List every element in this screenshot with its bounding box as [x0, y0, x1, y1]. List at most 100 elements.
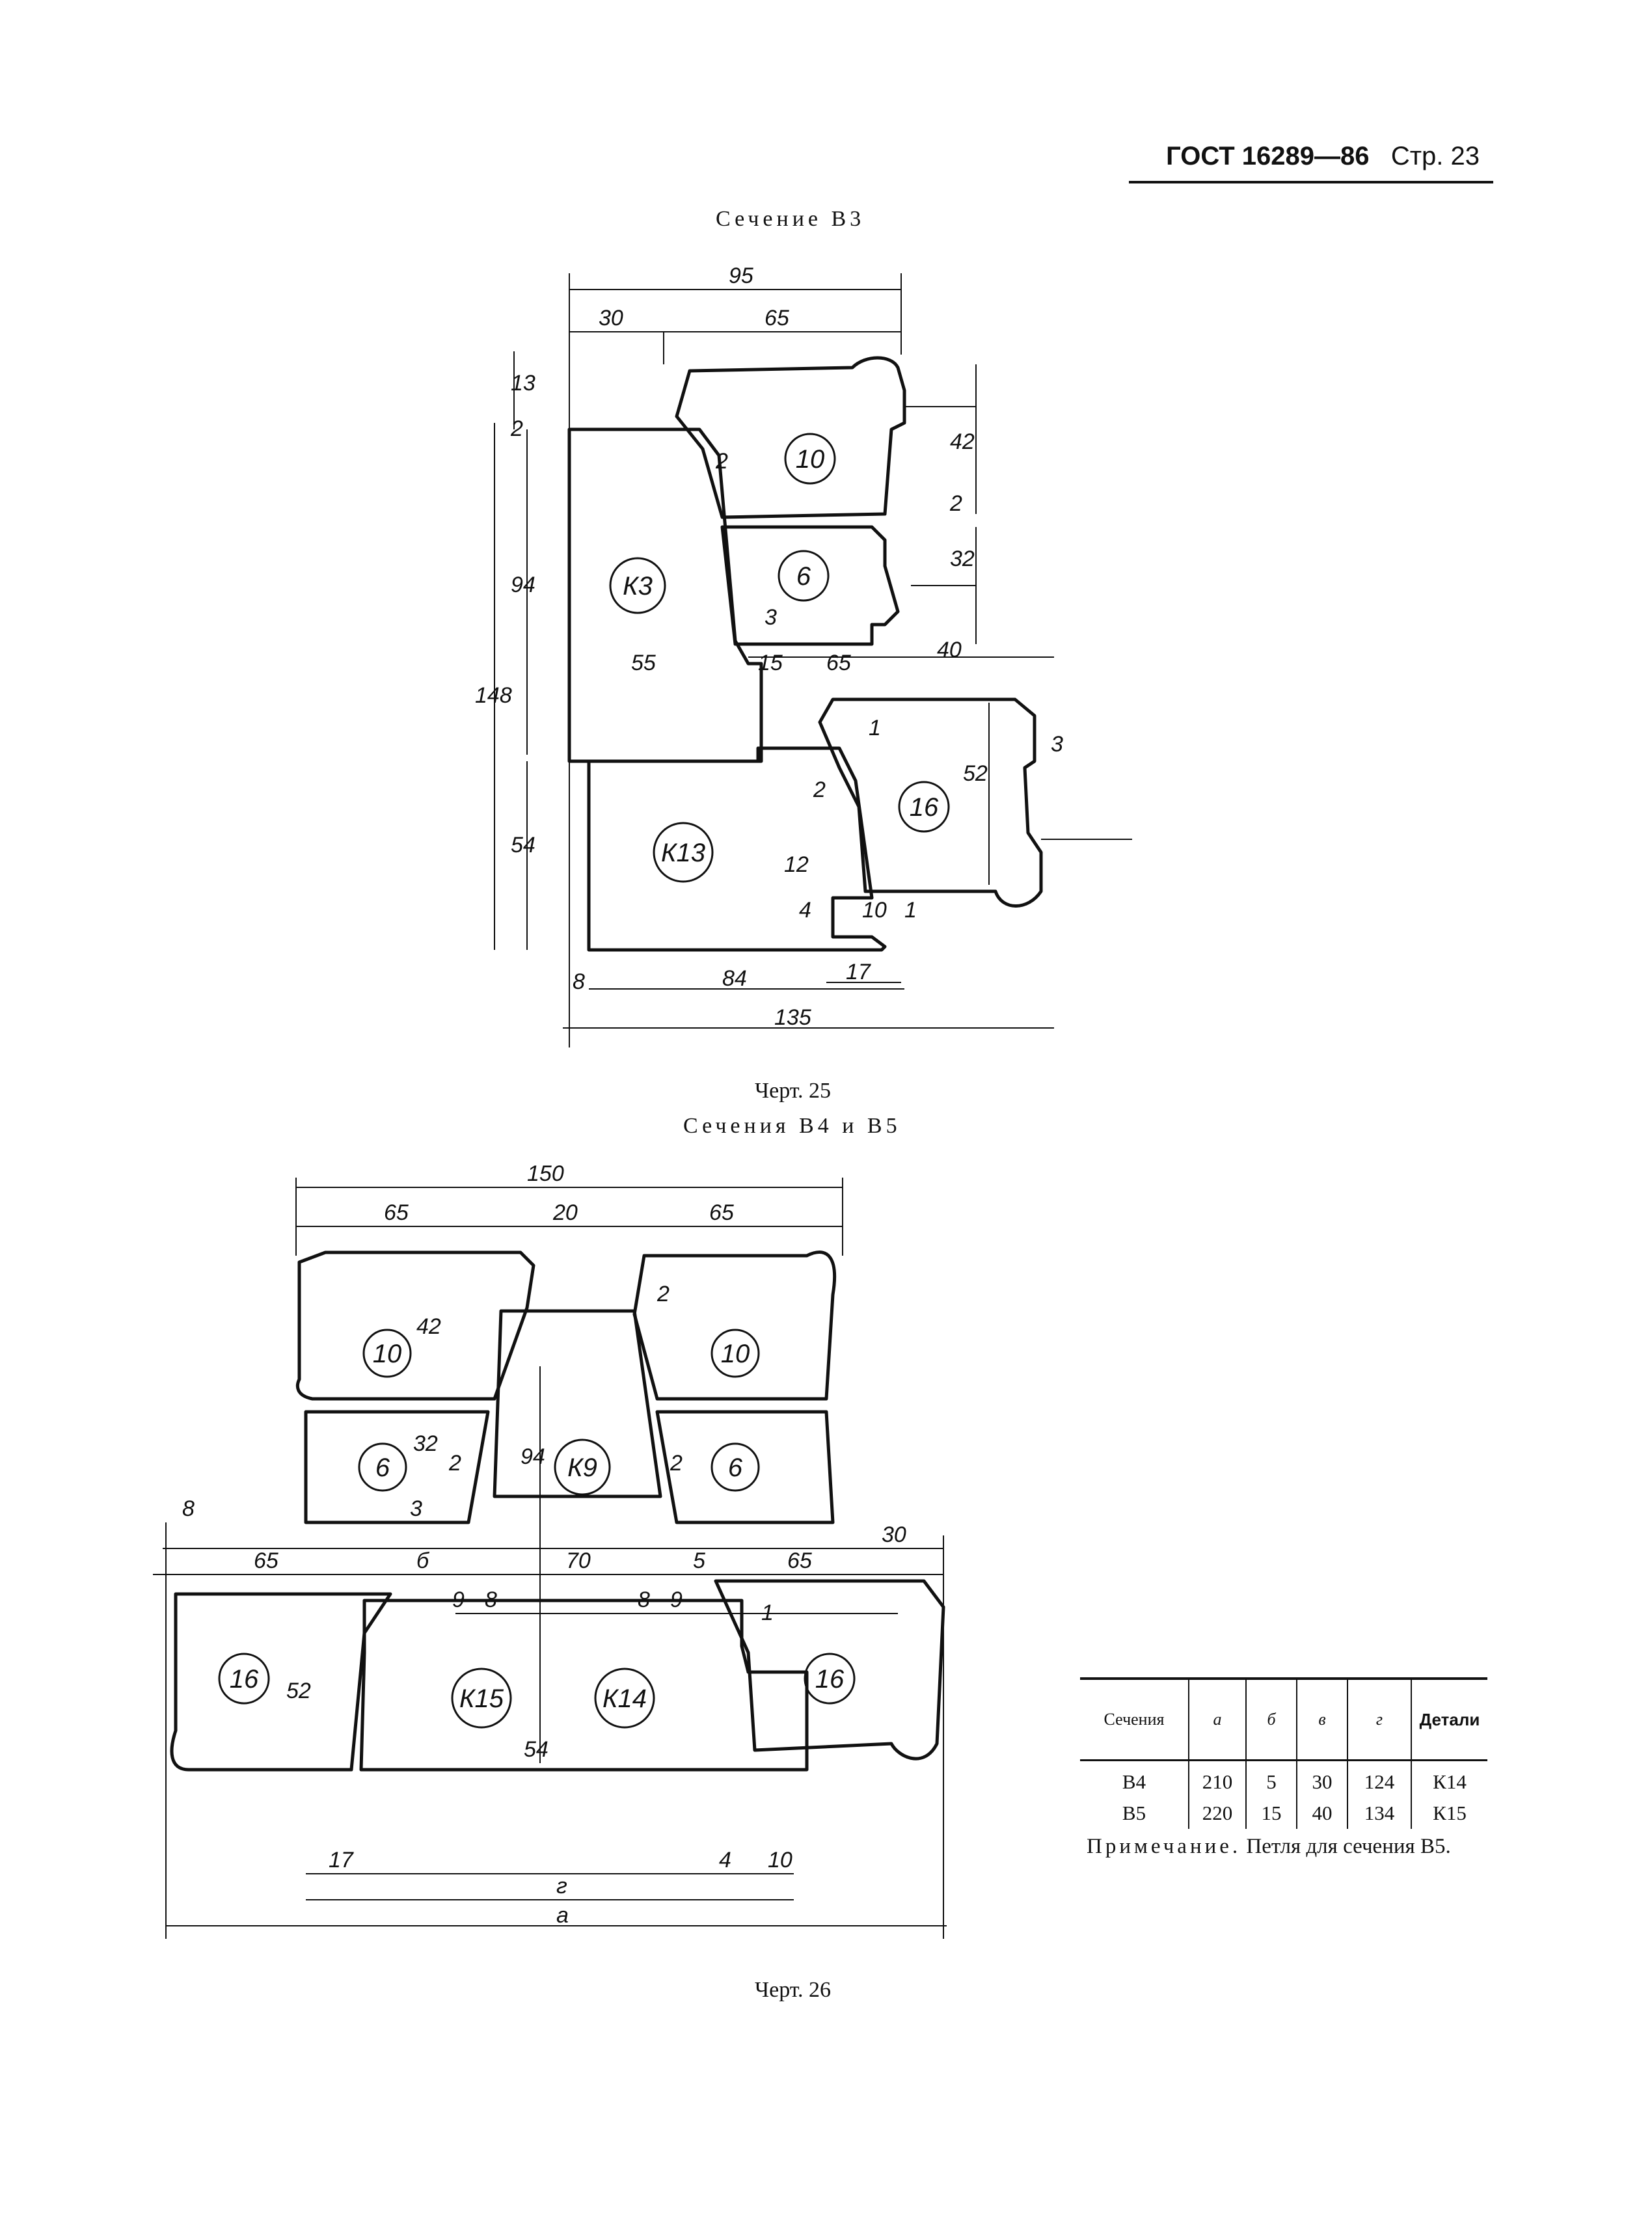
label-6-right: 6: [728, 1453, 743, 1482]
part-6-right: [655, 1410, 835, 1524]
dim: б: [416, 1548, 430, 1573]
cell: 40: [1296, 1798, 1347, 1829]
dim: 42: [950, 429, 975, 454]
dim: 1: [869, 716, 881, 740]
dim: 8: [485, 1587, 497, 1612]
dim: 1: [761, 1601, 774, 1625]
part-10-left: [296, 1250, 535, 1401]
dim: 55: [631, 651, 656, 675]
table-note: Примечание. Петля для сечения В5.: [1087, 1833, 1510, 1860]
page-number: Стр. 23: [1390, 142, 1480, 170]
part-16: [818, 697, 1043, 908]
page-header: ГОСТ 16289—86 Стр. 23: [1166, 142, 1480, 171]
dim: 54: [511, 833, 535, 858]
part-10-right: [632, 1250, 837, 1401]
part-k9: [493, 1309, 662, 1498]
col-details: Детали: [1411, 1677, 1487, 1761]
cell: 124: [1347, 1760, 1411, 1798]
dim: 4: [799, 898, 811, 923]
dim: г: [556, 1874, 567, 1898]
col-b: б: [1245, 1677, 1297, 1761]
cell: 210: [1188, 1760, 1246, 1798]
cell: К14: [1411, 1760, 1487, 1798]
label-10: 10: [796, 445, 825, 474]
figure26-drawing: [170, 1250, 945, 1772]
label-k15: К15: [459, 1684, 504, 1713]
note-label: Примечание.: [1087, 1835, 1241, 1858]
part-16-left: [170, 1592, 392, 1772]
figure26-dimension-values: 150 65 20 65 2 42 32 94 2 2 3 8 65 б 70 …: [182, 1161, 906, 1928]
dim: 54: [524, 1737, 548, 1762]
label-k3: К3: [623, 572, 653, 601]
cell: К15: [1411, 1798, 1487, 1829]
dim: 10: [862, 898, 887, 923]
figure25-dimension-lines: [494, 273, 1132, 1047]
dim: 148: [475, 683, 512, 708]
dim: 70: [566, 1548, 591, 1573]
dim: 2: [510, 416, 523, 441]
label-k14: К14: [603, 1684, 647, 1713]
dim: 10: [768, 1848, 792, 1872]
table-row: В5 220 15 40 134 К15: [1080, 1798, 1487, 1829]
dim: 42: [416, 1314, 441, 1339]
dim: 30: [599, 306, 623, 331]
dim: 135: [774, 1005, 811, 1030]
figure25-dimension-values: 95 30 65 13 2 42 2 2 32 94 148 3 55 15 6…: [475, 263, 1063, 1030]
cell: 220: [1188, 1798, 1246, 1829]
dim: 8: [638, 1587, 650, 1612]
dim: 8: [573, 969, 585, 994]
figure25-drawing: [567, 356, 1043, 952]
dim: 4: [719, 1848, 731, 1872]
label-10-left: 10: [373, 1340, 402, 1368]
dim: 2: [949, 491, 962, 516]
dim: 94: [521, 1444, 545, 1469]
figure25-title: Сечение В3: [716, 207, 865, 231]
dim: 65: [765, 306, 789, 331]
col-v: в: [1296, 1677, 1347, 1761]
label-k13: К13: [661, 839, 705, 867]
dim: 2: [448, 1451, 461, 1476]
dim: 15: [758, 651, 783, 675]
dim: 2: [657, 1282, 670, 1306]
dim: 1: [904, 898, 917, 923]
part-6: [720, 525, 900, 646]
cell: 30: [1296, 1760, 1347, 1798]
dim: 3: [1051, 732, 1063, 757]
dim: 2: [670, 1451, 683, 1476]
cell: 134: [1347, 1798, 1411, 1829]
col-a: а: [1188, 1677, 1246, 1761]
cell: В4: [1122, 1770, 1146, 1793]
standard-code: ГОСТ 16289—86: [1166, 142, 1370, 170]
part-6-left: [304, 1410, 490, 1524]
figure26-dimension-lines: [153, 1178, 947, 1939]
figure26-caption: Черт. 26: [755, 1978, 832, 2002]
cell: 5: [1245, 1760, 1297, 1798]
part-10: [675, 356, 906, 519]
dim: 8: [182, 1496, 195, 1521]
dim: 30: [882, 1522, 906, 1547]
dim: 65: [254, 1548, 278, 1573]
dim: 17: [329, 1848, 354, 1872]
label-k9: К9: [567, 1453, 597, 1482]
label-6: 6: [796, 562, 811, 591]
dim: а: [556, 1903, 569, 1928]
sections-table: Сечения а б в г Детали В4 210 5 30 124 К…: [1080, 1677, 1487, 1829]
dim: 65: [384, 1200, 409, 1225]
figure26-title: Сечения В4 и В5: [683, 1114, 901, 1138]
dim: 17: [846, 960, 871, 984]
dim: 150: [527, 1161, 564, 1186]
part-k3: [567, 427, 763, 763]
part-16-right: [714, 1579, 945, 1761]
cell: 15: [1245, 1798, 1297, 1829]
dim: 9: [452, 1587, 465, 1612]
dim: 52: [963, 761, 988, 786]
dim: 3: [410, 1496, 422, 1521]
dim: 5: [693, 1548, 705, 1573]
col-g: г: [1347, 1677, 1411, 1761]
part-k13: [587, 746, 887, 952]
dim: 3: [765, 605, 777, 630]
dim: 84: [722, 966, 747, 991]
figure25-caption: Черт. 25: [755, 1079, 832, 1103]
dim: 20: [552, 1200, 578, 1225]
dim: 94: [511, 573, 535, 597]
